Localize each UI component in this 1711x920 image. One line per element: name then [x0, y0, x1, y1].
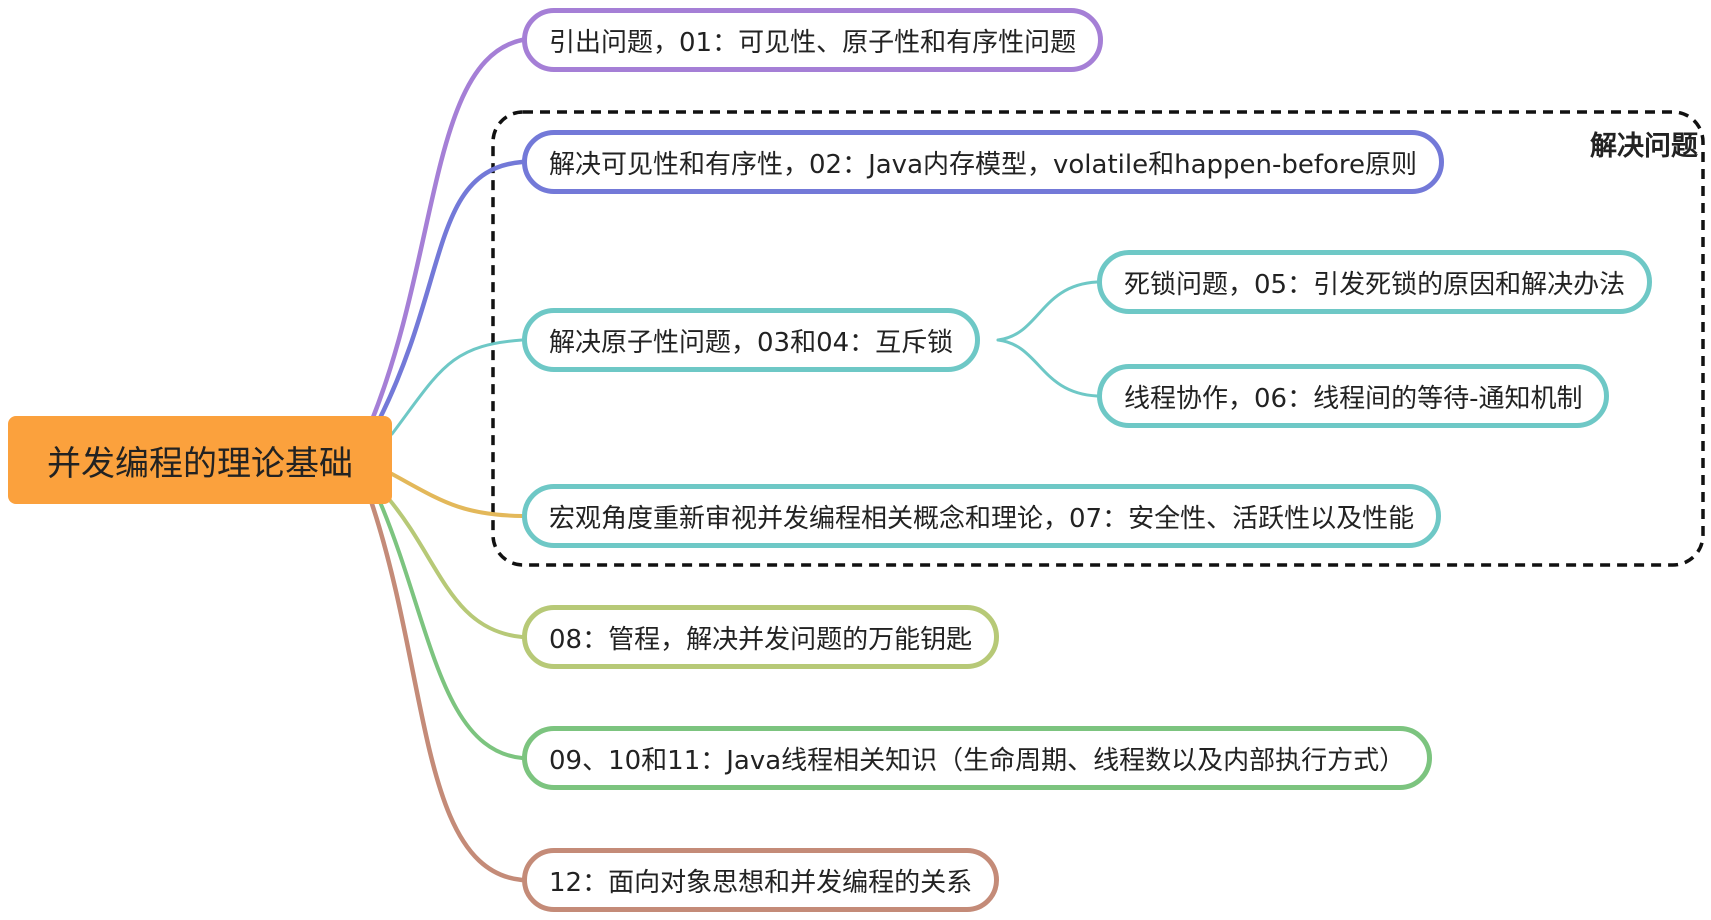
connector-b3a — [996, 280, 1099, 342]
group-frame — [491, 110, 1705, 567]
connector-b4 — [390, 472, 524, 518]
connector-b1 — [369, 37, 525, 423]
branch-node-b7[interactable]: 12：面向对象思想和并发编程的关系 — [522, 848, 1000, 912]
branch-node-b4[interactable]: 宏观角度重新审视并发编程相关概念和理论，07：安全性、活跃性以及性能 — [522, 484, 1442, 548]
branch-node-b1[interactable]: 引出问题，01：可见性、原子性和有序性问题 — [522, 8, 1104, 72]
group-label: 解决问题 — [1590, 131, 1698, 162]
connector-b7 — [369, 501, 525, 883]
sub-node-b3a[interactable]: 死锁问题，05：引发死锁的原因和解决办法 — [1097, 250, 1653, 314]
connector-b5 — [386, 496, 524, 639]
branch-node-b3[interactable]: 解决原子性问题，03和04：互斥锁 — [522, 308, 981, 372]
connector-b3 — [390, 338, 524, 436]
connector-b3b — [996, 338, 1099, 398]
sub-node-b3b[interactable]: 线程协作，06：线程间的等待-通知机制 — [1097, 364, 1610, 428]
branch-node-b6[interactable]: 09、10和11：Java线程相关知识（生命周期、线程数以及内部执行方式） — [522, 726, 1433, 790]
connector-b6 — [378, 500, 524, 760]
connector-b2 — [375, 159, 525, 425]
root-node[interactable]: 并发编程的理论基础 — [8, 416, 392, 504]
branch-node-b2[interactable]: 解决可见性和有序性，02：Java内存模型，volatile和happen-be… — [522, 130, 1445, 194]
branch-node-b5[interactable]: 08：管程，解决并发问题的万能钥匙 — [522, 605, 1000, 669]
